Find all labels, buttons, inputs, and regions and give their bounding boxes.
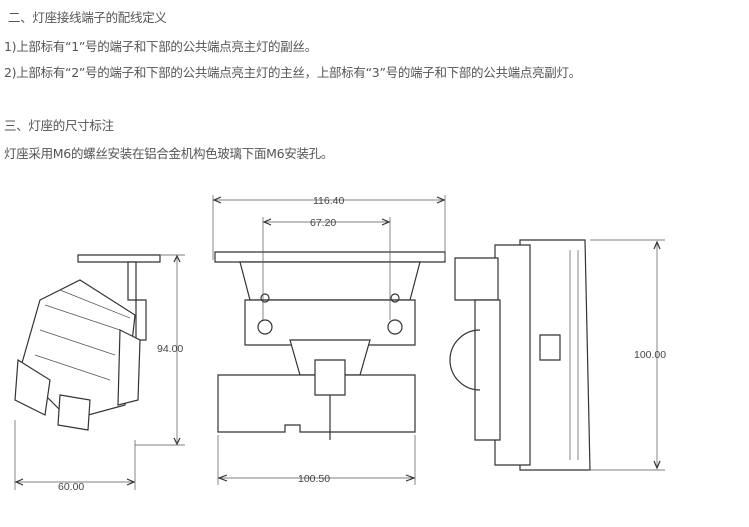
rear-view [449,239,591,471]
section2-line2: 2)上部标有“2”号的端子和下部的公共端点亮主灯的主丝，上部标有“3”号的端子和… [4,65,581,80]
dimension-side-height: 94.00 [135,254,185,446]
front-view [214,251,446,440]
svg-text:67.20: 67.20 [310,217,336,229]
svg-text:60.00: 60.00 [58,481,84,493]
dimension-front-bottom-width: 100.50 [217,435,416,485]
section3-heading: 三、灯座的尺寸标注 [4,118,114,133]
dimension-front-top-width: 116.40 [212,195,446,260]
section3-line1: 灯座采用M6的螺丝安装在铝合金机构色玻璃下面M6安装孔。 [4,146,334,161]
svg-text:116.40: 116.40 [313,195,344,207]
svg-text:100.00: 100.00 [634,349,666,361]
side-view [14,254,161,431]
section2-line1: 1)上部标有“1”号的端子和下部的公共端点亮主灯的副丝。 [4,39,317,54]
section2-heading: 二、灯座接线端子的配线定义 [8,10,167,25]
svg-text:100.50: 100.50 [298,473,330,485]
dimension-front-hole-spacing: 67.20 [262,217,391,320]
svg-text:94.00: 94.00 [157,343,183,355]
dimension-rear-height: 100.00 [590,239,666,471]
dimension-side-width: 60.00 [14,420,136,493]
